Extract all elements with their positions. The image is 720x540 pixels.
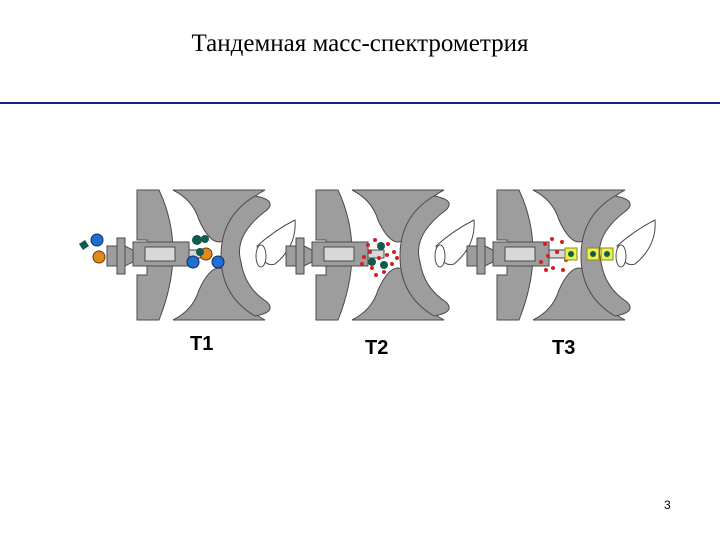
t1-ions bbox=[79, 233, 225, 269]
page-number: 3 bbox=[664, 498, 671, 512]
ion-trap-icon bbox=[466, 189, 656, 321]
ion-trap-icon bbox=[285, 189, 475, 321]
t2-fragments bbox=[360, 238, 399, 277]
stage-label-t3: T3 bbox=[552, 337, 575, 359]
t3-selected-ions bbox=[539, 237, 614, 272]
page-title: Тандемная масс-спектрометрия bbox=[191, 30, 529, 57]
stage-label-t2: T2 bbox=[365, 337, 388, 359]
title-divider bbox=[0, 102, 720, 104]
stage-label-t1: T1 bbox=[190, 333, 213, 355]
